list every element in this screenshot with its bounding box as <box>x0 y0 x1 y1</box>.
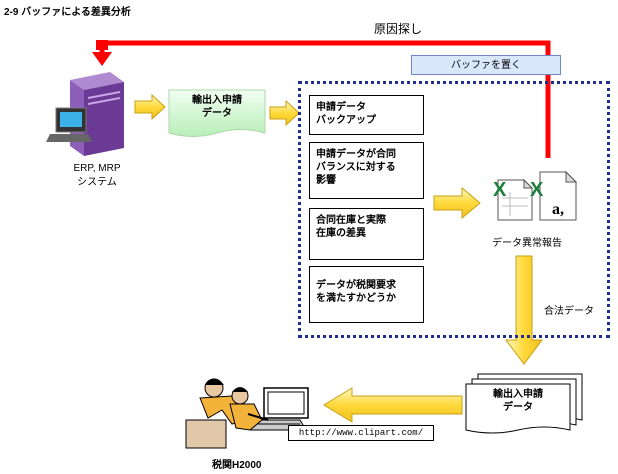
step-text: 申請データ <box>316 102 366 113</box>
system-label-line2: システム <box>77 177 117 188</box>
svg-text:X: X <box>493 179 507 201</box>
step-box-backup: 申請データ バックアップ <box>309 95 424 135</box>
excel-file-icon: X <box>493 178 534 221</box>
input-document-line1: 輸出入申請 <box>192 95 242 106</box>
excel-data-file-icon: X a, <box>530 170 578 221</box>
output-document-line2: データ <box>503 402 533 413</box>
step-text: 合同在庫と実際 <box>316 215 386 226</box>
buffer-region <box>298 81 610 338</box>
output-document-label: 輸出入申請 データ <box>466 388 570 414</box>
output-document-line1: 輸出入申請 <box>493 389 543 400</box>
computer-icon <box>46 72 124 156</box>
step-text: 申請データが合同 <box>316 149 396 160</box>
step-text: 在庫の差異 <box>316 228 366 239</box>
input-document-label: 輸出入申請 データ <box>169 94 265 120</box>
step-text: を満たすかどうか <box>316 293 396 304</box>
system-label: ERP, MRP システム <box>54 162 140 190</box>
step-text: バックアップ <box>316 115 376 126</box>
feedback-arrow <box>92 40 551 158</box>
legal-data-label: 合法データ <box>544 306 594 317</box>
customs-office-clipart <box>185 378 309 449</box>
step-box-customs-check: データが税関要求 を満たすかどうか <box>309 266 424 323</box>
customs-label: 税関H2000 <box>212 460 262 471</box>
input-document-line2: データ <box>202 108 232 119</box>
output-document-stack <box>465 373 583 434</box>
flow-arrow-4 <box>505 255 543 365</box>
step-text: 影響 <box>316 175 336 186</box>
report-label: データ異常報告 <box>492 238 562 249</box>
flow-arrow-1 <box>134 93 166 121</box>
input-document-shape <box>168 89 266 137</box>
flow-arrow-5 <box>323 387 463 423</box>
step-box-balance: 申請データが合同 バランスに対する 影響 <box>309 142 424 199</box>
diagram-title: 2-9 バッファによる差異分析 <box>4 7 131 18</box>
feedback-label: 原因探し <box>374 22 423 36</box>
step-text: バランスに対する <box>316 162 396 173</box>
system-label-line1: ERP, MRP <box>73 163 121 174</box>
svg-text:X: X <box>530 179 544 201</box>
clipart-url-label: http://www.clipart.com/ <box>288 425 434 441</box>
flow-arrow-3 <box>433 186 481 220</box>
flow-arrow-2 <box>269 99 300 127</box>
step-box-inventory: 合同在庫と実際 在庫の差異 <box>309 208 424 260</box>
svg-text:a,: a, <box>552 201 564 218</box>
buffer-label-box: バッファを置く <box>411 55 561 75</box>
step-text: データが税関要求 <box>316 280 396 291</box>
